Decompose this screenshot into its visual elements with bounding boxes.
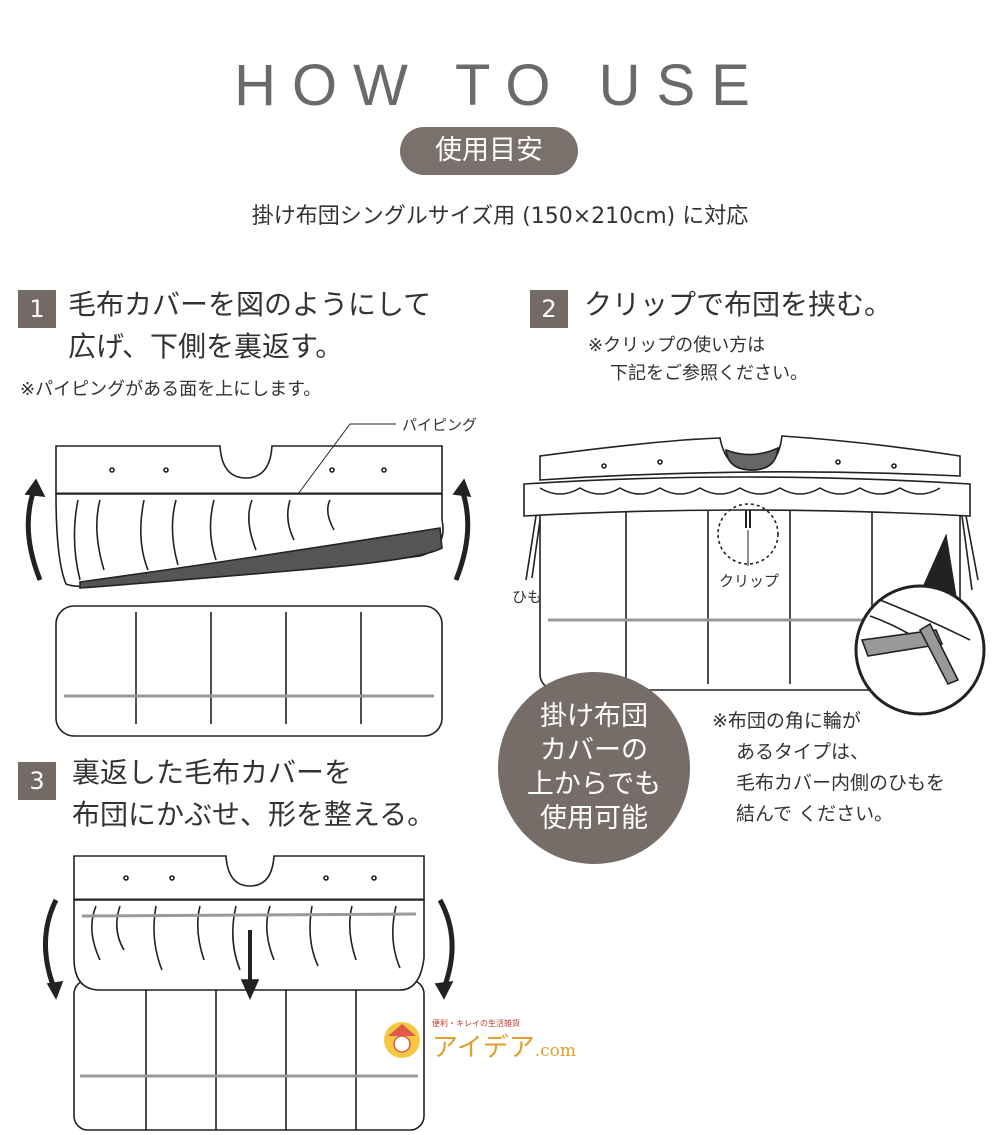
step-1-note: ※パイピングがある面を上にします。 (20, 379, 322, 400)
step-1-number: 1 (18, 290, 56, 328)
step-3-number: 3 (18, 762, 56, 800)
corner-note-line-4: 結んで ください。 (736, 803, 894, 825)
step-2-note-line-2: 下記をご参照ください。 (610, 363, 808, 384)
step-2-note-line-1: ※クリップの使い方は (588, 335, 766, 356)
corner-loop-note: ※布団の角に輪が あるタイプは、 毛布カバー内側のひもを 結んで ください。 (712, 706, 945, 830)
usable-over-duvet-badge: 掛け布団 カバーの 上からでも 使用可能 (498, 672, 690, 864)
string-label: ひも (512, 588, 543, 606)
corner-note-line-3: 毛布カバー内側のひもを (736, 772, 946, 794)
step-3-line-1: 裏返した毛布カバーを (72, 756, 353, 789)
size-subtitle: 掛け布団シングルサイズ用 (150×210cm) に対応 (251, 204, 749, 229)
logo-name: アイデア (432, 1033, 535, 1063)
step-2-number: 2 (530, 290, 568, 328)
corner-note-line-2: あるタイプは、 (736, 741, 870, 763)
badge-line-2: カバーの (540, 735, 648, 766)
usage-guide-badge: 使用目安 (400, 127, 578, 175)
logo-tagline: 便利・キレイの生活雑貨 (432, 1019, 520, 1028)
step-3-line-2: 布団にかぶせ、形を整える。 (72, 798, 436, 831)
logo-mark-icon (384, 1022, 420, 1058)
clip-label: クリップ (719, 572, 780, 590)
step-2-text: クリップで布団を挟む。 (584, 288, 893, 321)
brand-logo: 便利・キレイの生活雑貨 アイデア.com (432, 1018, 576, 1064)
badge-line-1: 掛け布団 (540, 701, 648, 732)
step-1-line-2: 広げ、下側を裏返す。 (68, 330, 344, 363)
step-2-note: ※クリップの使い方は 下記をご参照ください。 (588, 332, 808, 388)
step-3-text: 裏返した毛布カバーを 布団にかぶせ、形を整える。 (72, 752, 435, 836)
step-1-text: 毛布カバーを図のようにして 広げ、下側を裏返す。 (68, 284, 431, 368)
badge-line-3: 上からでも (526, 769, 662, 800)
piping-label: パイピング (402, 416, 478, 434)
logo-suffix: .com (534, 1041, 576, 1061)
corner-note-line-1: ※布団の角に輪が (712, 710, 861, 732)
badge-line-4: 使用可能 (540, 803, 648, 834)
step-1-line-1: 毛布カバーを図のようにして (68, 288, 432, 321)
page-title: HOW TO USE (234, 53, 766, 118)
